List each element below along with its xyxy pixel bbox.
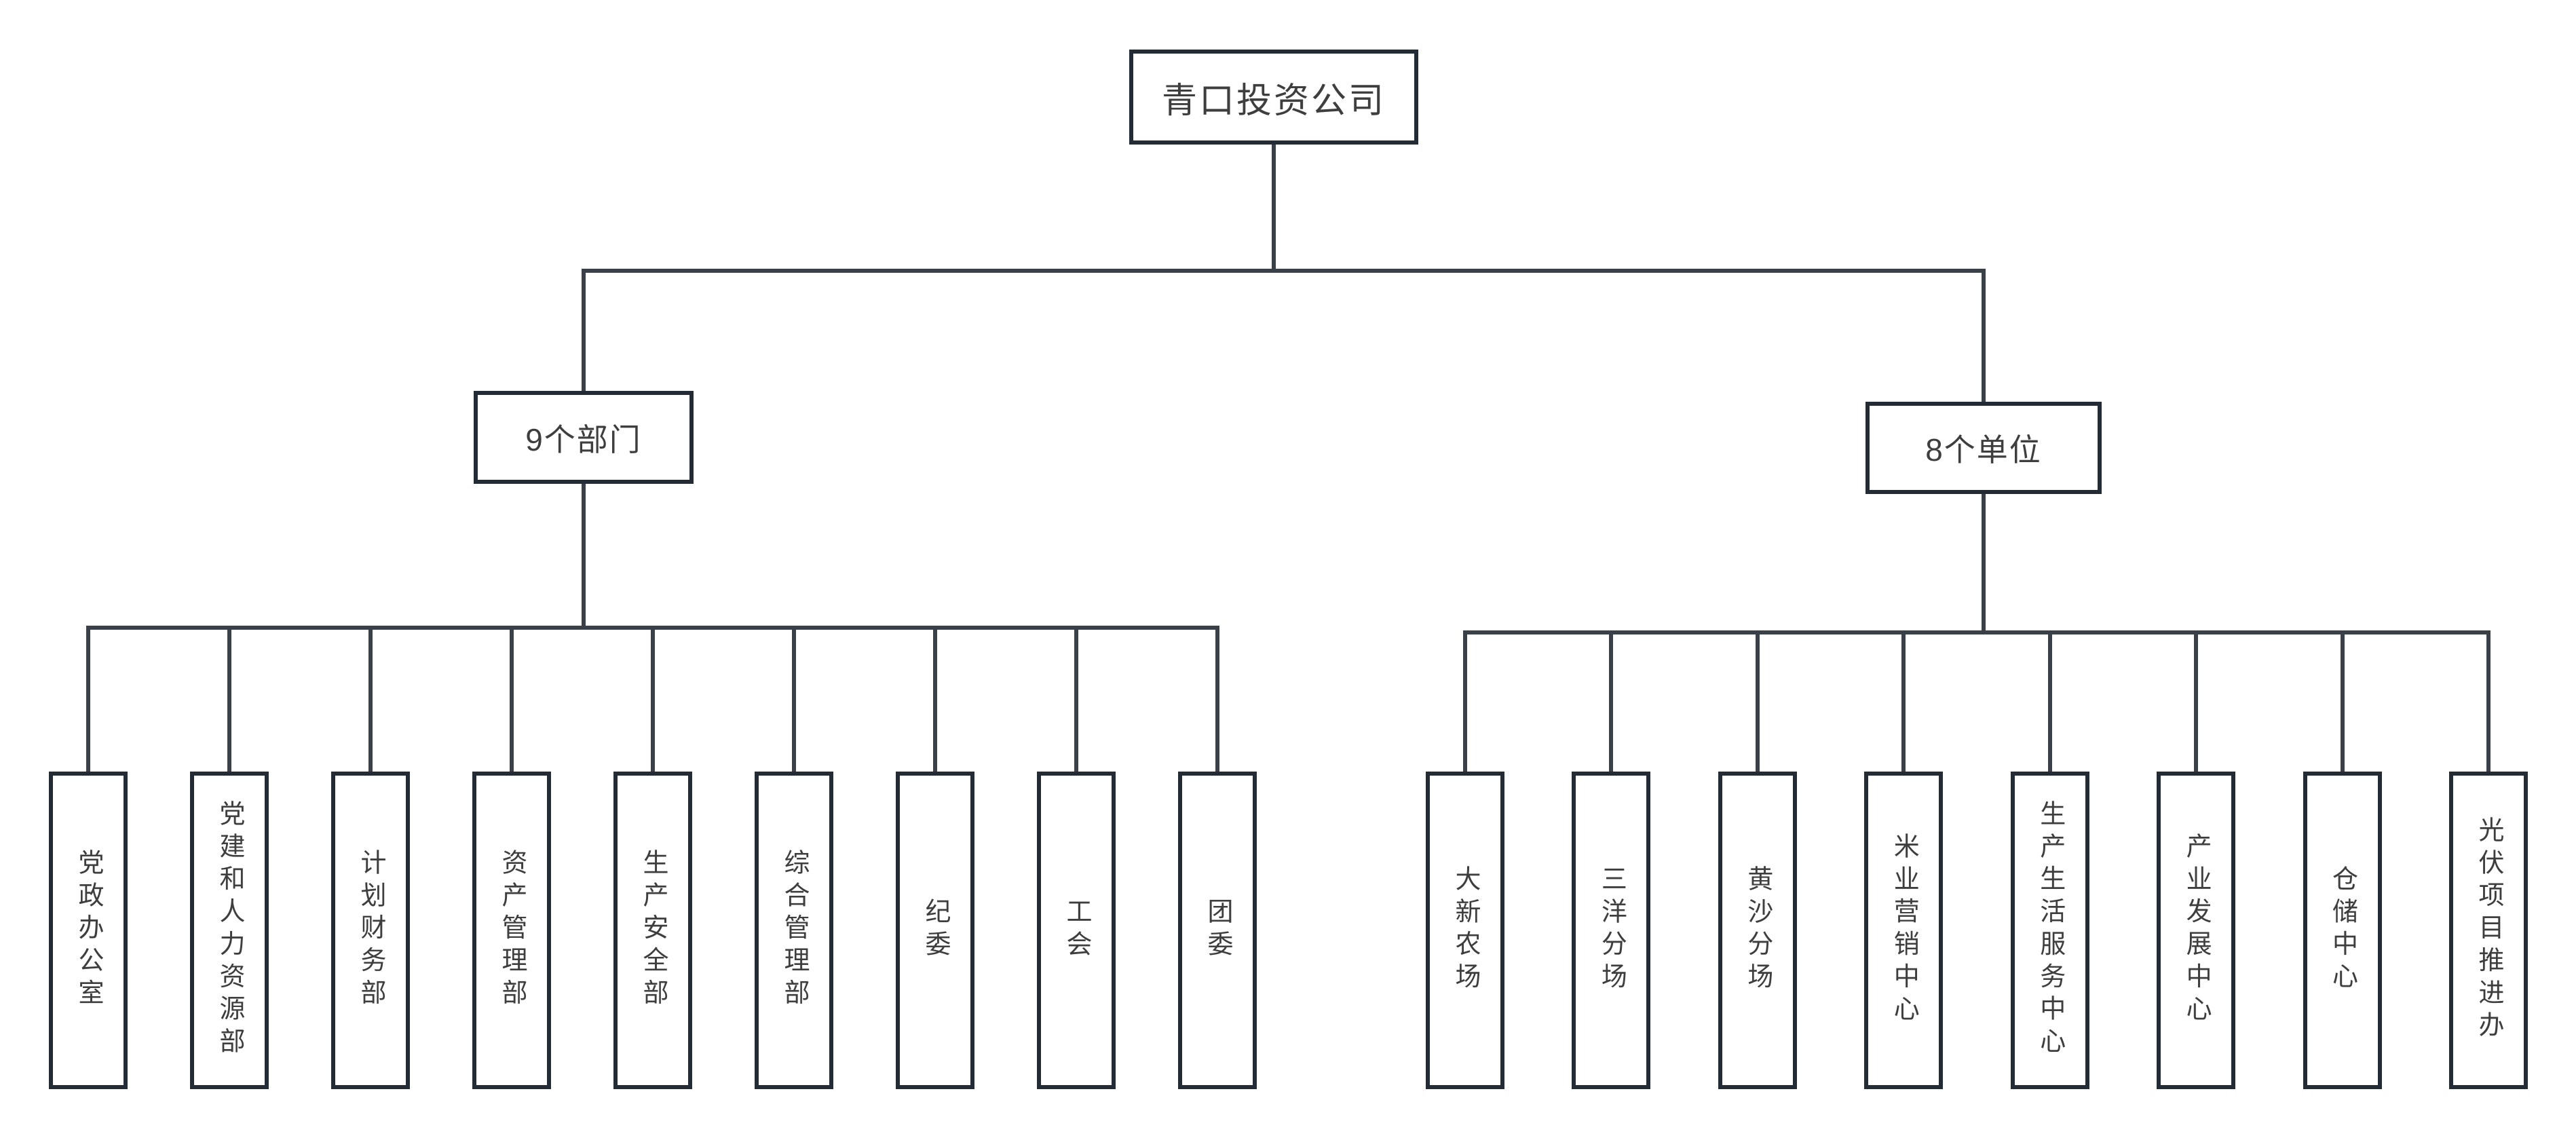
leaf-node-label: 计划财务部 [356, 849, 385, 1012]
leaf-node: 产业发展中心 [2157, 772, 2236, 1089]
leaf-node-label: 资产管理部 [497, 849, 526, 1012]
leaf-node: 团委 [1178, 772, 1257, 1089]
units-leaf-row: 大新农场 三洋分场 黄沙分场 米业营销中心 生产生活服务中心 产业发展中心 仓储… [1426, 772, 2528, 1089]
leaf-node-label: 生产生活服务中心 [2035, 800, 2064, 1061]
leaf-node: 综合管理部 [755, 772, 833, 1089]
branch-node-label: 8个单位 [1925, 432, 2042, 468]
leaf-node: 纪委 [896, 772, 974, 1089]
leaf-node-label: 纪委 [921, 898, 949, 963]
branch-node-units: 8个单位 [1865, 402, 2102, 494]
leaf-node: 工会 [1037, 772, 1116, 1089]
leaf-node: 大新农场 [1426, 772, 1504, 1089]
leaf-node-label: 生产安全部 [639, 849, 667, 1012]
leaf-node-label: 光伏项目推进办 [2474, 816, 2503, 1044]
leaf-node-label: 产业发展中心 [2182, 833, 2211, 1028]
leaf-node: 党建和人力资源部 [190, 772, 269, 1089]
leaf-node: 资产管理部 [472, 772, 551, 1089]
root-node-label: 青口投资公司 [1161, 81, 1386, 121]
leaf-node-label: 大新农场 [1451, 865, 1479, 995]
leaf-node-label: 仓储中心 [2328, 865, 2357, 995]
leaf-node: 仓储中心 [2303, 772, 2382, 1089]
branch-node-label: 9个部门 [525, 421, 642, 457]
leaf-node: 三洋分场 [1572, 772, 1651, 1089]
leaf-node-label: 党政办公室 [74, 849, 102, 1012]
leaf-node: 米业营销中心 [1864, 772, 1944, 1089]
connector-group [86, 143, 2490, 774]
leaf-node-label: 团委 [1203, 898, 1232, 963]
root-node: 青口投资公司 [1129, 50, 1418, 145]
leaf-node: 计划财务部 [331, 772, 410, 1089]
leaf-node: 光伏项目推进办 [2448, 772, 2528, 1089]
leaf-node-label: 党建和人力资源部 [215, 800, 244, 1061]
leaf-node: 生产安全部 [613, 772, 692, 1089]
leaf-node: 党政办公室 [49, 772, 128, 1089]
leaf-node-label: 黄沙分场 [1743, 865, 1772, 995]
leaf-node-label: 米业营销中心 [1889, 833, 1918, 1028]
leaf-node: 黄沙分场 [1718, 772, 1797, 1089]
leaf-node-label: 三洋分场 [1597, 865, 1626, 995]
leaf-node-label: 综合管理部 [780, 849, 808, 1012]
leaf-node-label: 工会 [1062, 898, 1091, 963]
leaf-node: 生产生活服务中心 [2010, 772, 2089, 1089]
branch-node-departments: 9个部门 [474, 391, 694, 484]
departments-leaf-row: 党政办公室 党建和人力资源部 计划财务部 资产管理部 生产安全部 综合管理部 纪… [49, 772, 1257, 1089]
